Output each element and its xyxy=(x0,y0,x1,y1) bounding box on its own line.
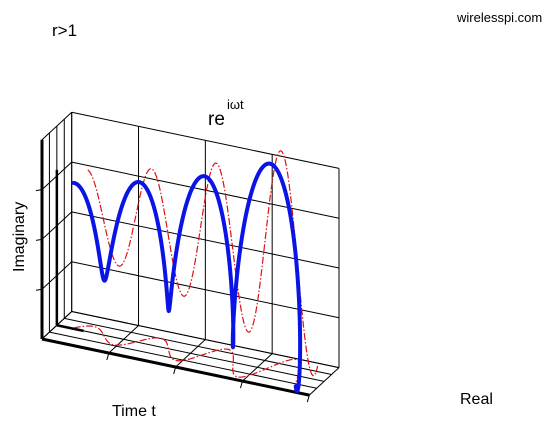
helix-series-line xyxy=(71,161,303,394)
center-floor-line xyxy=(56,324,84,333)
back-wall-grid-line xyxy=(71,111,340,169)
y-tick xyxy=(35,288,43,291)
floor-grid-line xyxy=(242,353,273,382)
imaginary-projection-curve xyxy=(87,150,319,377)
z-axis-label: Real xyxy=(460,391,493,408)
y-tick xyxy=(35,238,43,241)
watermark: wirelesspi.com xyxy=(456,10,542,25)
grid-lines xyxy=(35,111,340,403)
annotation-base: re xyxy=(208,109,225,130)
x-tick xyxy=(173,366,177,375)
x-tick xyxy=(306,394,310,403)
helix-curve xyxy=(71,161,303,394)
annotation-exponent: iωt xyxy=(227,97,244,112)
floor-grid-line xyxy=(175,339,206,368)
back-wall-grid-line xyxy=(71,261,340,319)
y-tick xyxy=(35,189,43,192)
floor-grid-line xyxy=(108,325,139,354)
x-tick xyxy=(106,352,110,361)
real-projection-curve xyxy=(73,325,301,384)
floor-grid-line xyxy=(308,367,340,396)
projection-curves xyxy=(73,150,319,384)
chart-title: r>1 xyxy=(52,21,77,40)
left-wall-grid-line xyxy=(41,111,73,141)
x-tick xyxy=(239,380,243,389)
y-axis-label: Imaginary xyxy=(11,202,28,272)
back-wall-grid-line xyxy=(71,161,340,219)
x-axis-label: Time t xyxy=(112,403,156,420)
back-wall-grid-line xyxy=(71,311,340,369)
